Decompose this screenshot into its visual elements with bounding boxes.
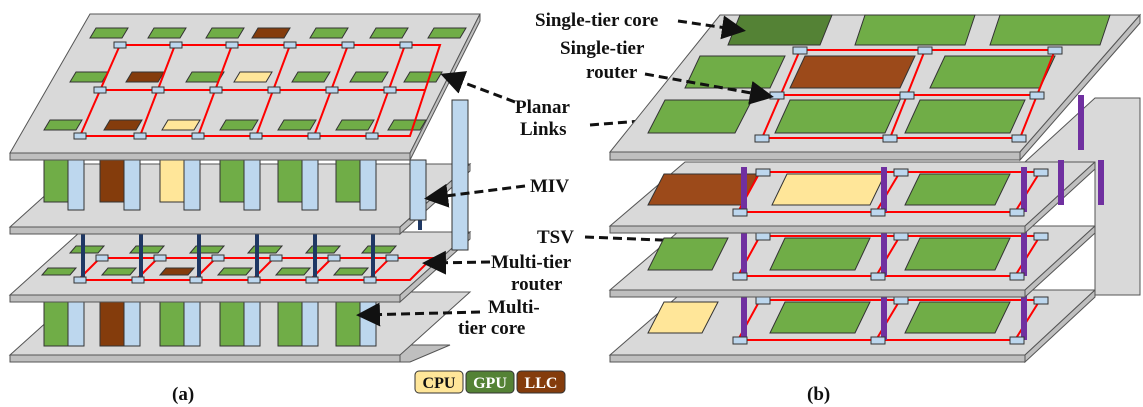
- single-tier-router-label-1: Single-tier: [560, 38, 645, 59]
- legend-llc-swatch: [516, 370, 566, 394]
- m3d-stack: [8, 13, 481, 363]
- legend-gpu-label: GPU: [473, 375, 507, 392]
- planar-links-label-1: Planar: [515, 97, 570, 118]
- single-tier-core-arrow: [677, 15, 746, 40]
- multi-tier-core-label-1: Multi-: [488, 297, 540, 318]
- legend-llc-label: LLC: [525, 375, 558, 392]
- multi-tier-core-label-2: tier core: [458, 318, 525, 339]
- tsv-arrow: [584, 230, 741, 255]
- tsv-stack: [608, 13, 1142, 364]
- m3d-layer-top: [9, 13, 481, 161]
- caption-b: (b): [807, 384, 830, 405]
- single-tier-router-label-2: router: [586, 62, 638, 83]
- tsv-label: TSV: [537, 227, 574, 248]
- legend: CPU GPU LLC: [414, 370, 566, 394]
- miv-label: MIV: [530, 176, 569, 197]
- multi-tier-router-label-1: Multi-tier: [491, 252, 572, 273]
- single-tier-router-arrow: [644, 72, 774, 105]
- middle-annotations: Planar Links MIV TSV Multi-tier router M…: [356, 71, 761, 339]
- legend-gpu-swatch: [465, 370, 515, 394]
- planar-links-arrow-a: [440, 71, 516, 104]
- m3d-bottom-cores: [43, 295, 377, 347]
- caption-a: (a): [172, 384, 194, 405]
- multi-tier-router-label-2: router: [511, 274, 563, 295]
- right-annotations: Single-tier core Single-tier router: [535, 10, 774, 105]
- multi-tier-router-arrow: [422, 250, 491, 275]
- multi-tier-core-arrow: [356, 302, 481, 327]
- m3d-layer-3: [8, 230, 472, 304]
- legend-cpu-swatch: [414, 370, 464, 394]
- legend-cpu-label: CPU: [423, 375, 456, 392]
- m3d-middle-cores: [43, 99, 469, 251]
- single-tier-core-label: Single-tier core: [535, 10, 658, 31]
- planar-links-label-2: Links: [520, 119, 566, 140]
- miv-arrow: [424, 183, 526, 208]
